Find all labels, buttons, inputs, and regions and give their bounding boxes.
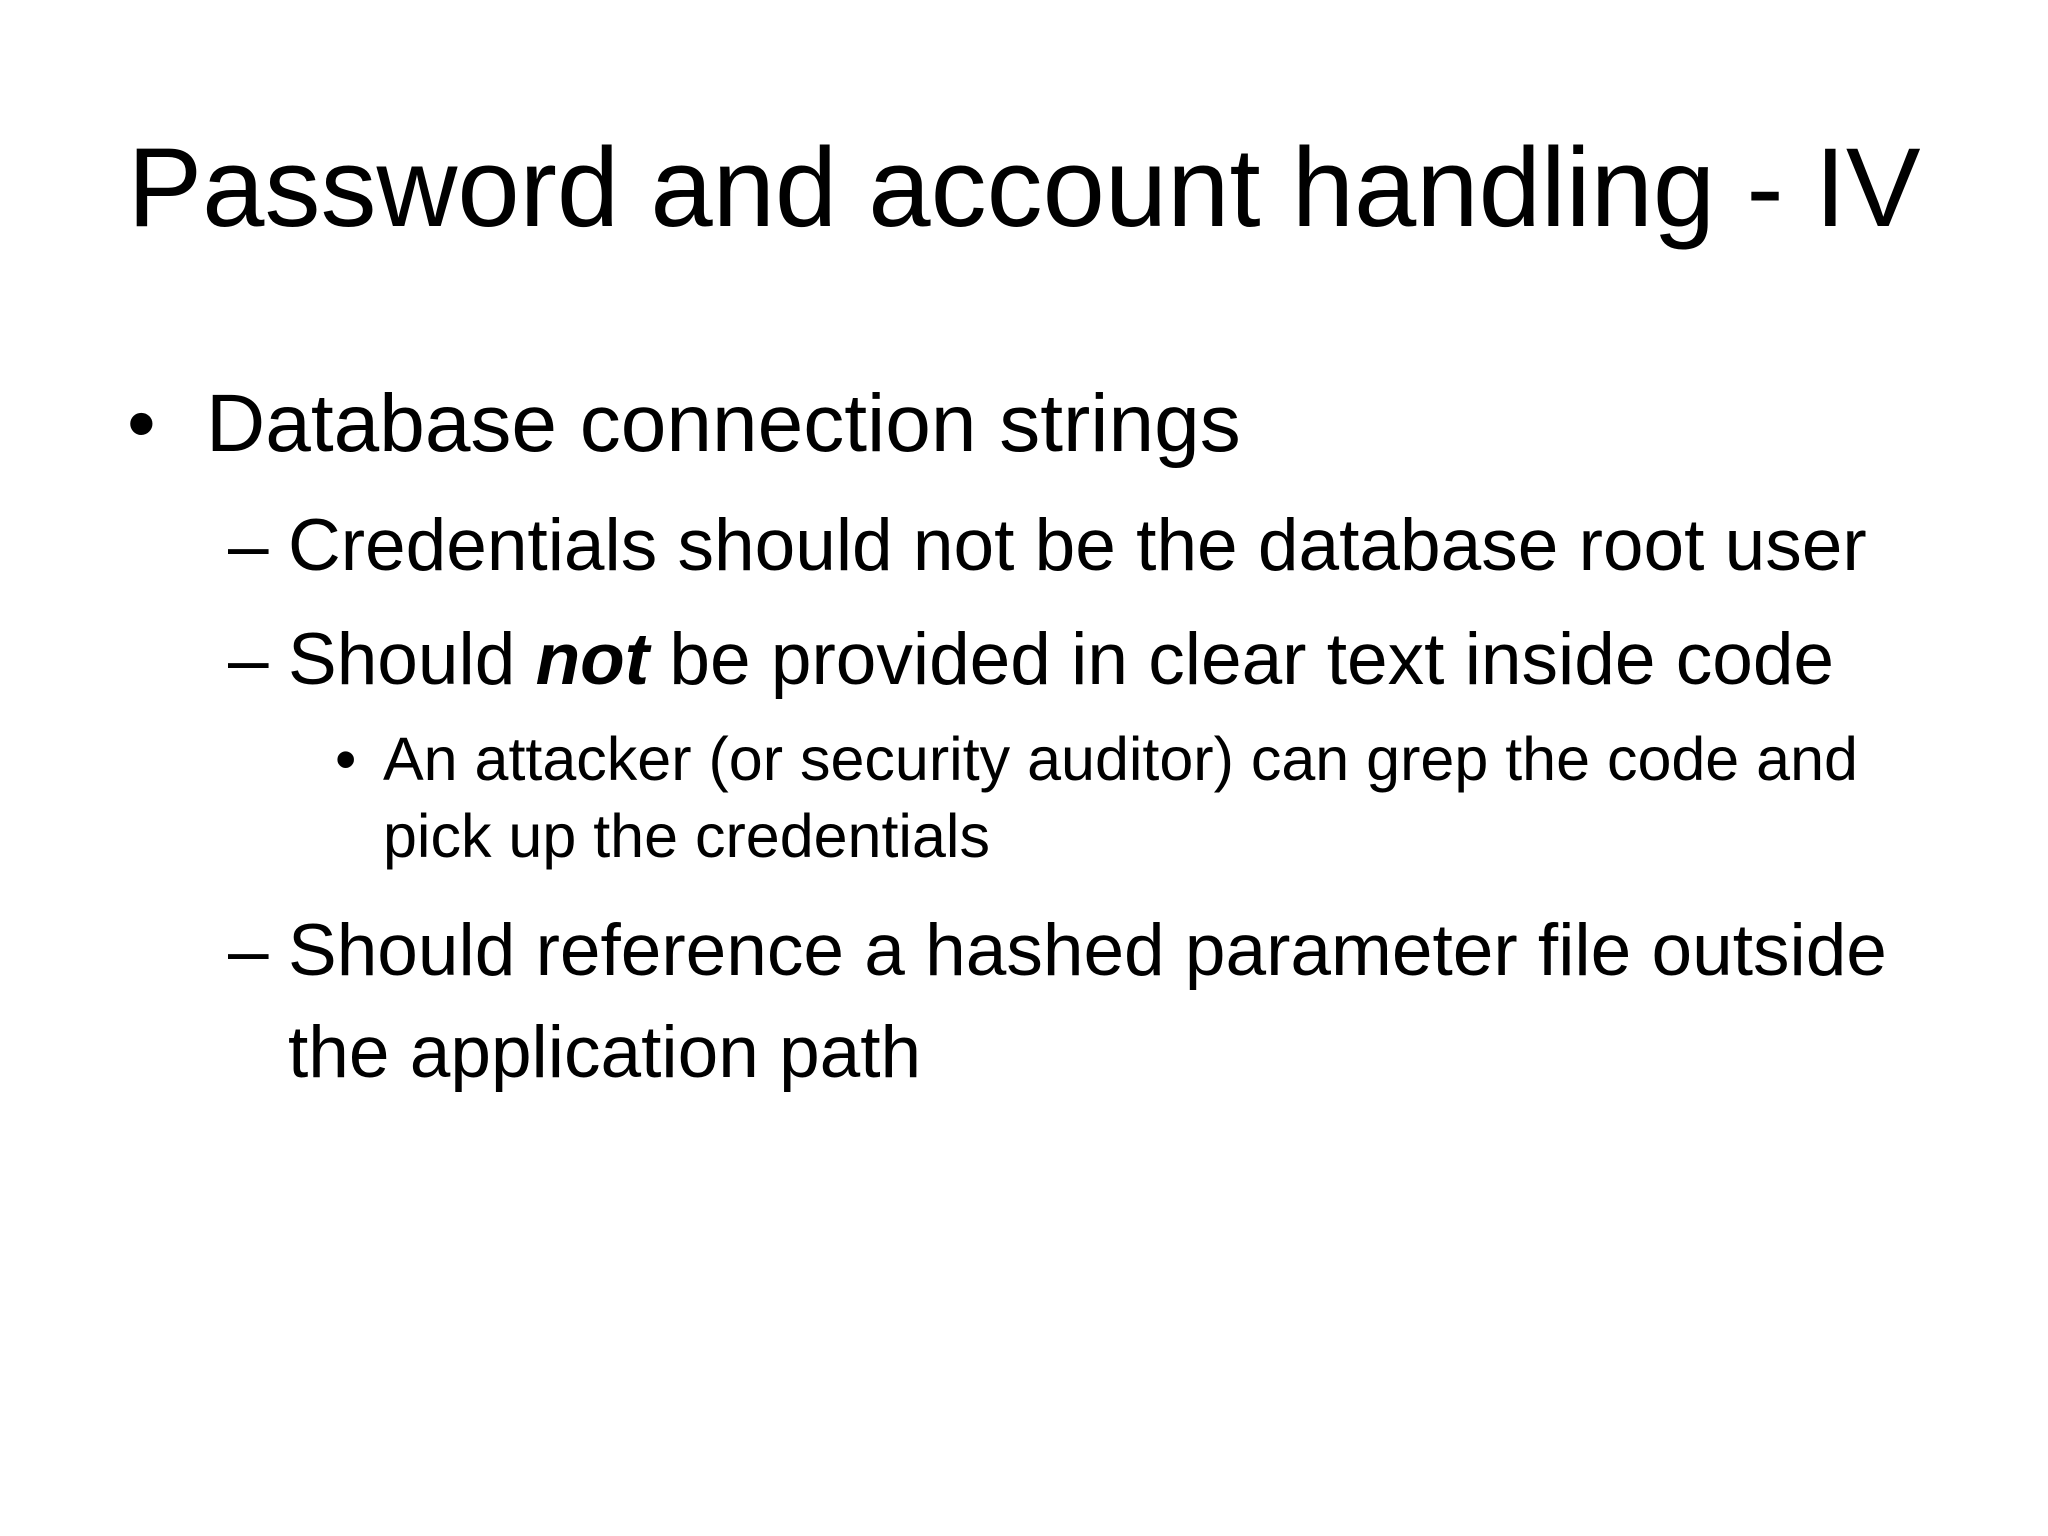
bullet-level1: • Database connection strings — [127, 383, 1241, 465]
bullet-dot-icon: • — [335, 725, 357, 793]
dash-bullet-icon: – — [228, 505, 269, 586]
bullet-level2-cleartext-text: Should not be provided in clear text ins… — [288, 623, 1834, 696]
bullet-level3-attacker-text: An attacker (or security auditor) can gr… — [383, 721, 1858, 875]
dash-bullet-icon: – — [228, 619, 269, 700]
dash-bullet-icon: – — [228, 910, 269, 991]
hashedfile-line2: the application path — [288, 1012, 922, 1093]
cleartext-prefix: Should — [288, 619, 536, 700]
bullet-level2-credentials-text: Credentials should not be the database r… — [288, 505, 1867, 586]
bullet-level2-hashedfile: – Should reference a hashed parameter fi… — [228, 900, 1887, 1104]
attacker-line1: An attacker (or security auditor) can gr… — [383, 725, 1858, 793]
bullet-level2-cleartext: – Should not be provided in clear text i… — [228, 623, 1834, 696]
bullet-level3-attacker: • An attacker (or security auditor) can … — [335, 721, 1858, 875]
slide-title: Password and account handling - IV — [127, 125, 1921, 250]
bullet-level2-hashedfile-text: Should reference a hashed parameter file… — [288, 900, 1887, 1104]
attacker-line2: pick up the credentials — [383, 802, 990, 870]
bullet-level2-credentials: – Credentials should not be the database… — [228, 509, 1867, 582]
hashedfile-line1: Should reference a hashed parameter file… — [288, 910, 1887, 991]
bullet-dot-icon: • — [127, 378, 156, 469]
bullet-level1-text: Database connection strings — [206, 378, 1241, 469]
cleartext-emphasis: not — [535, 619, 650, 700]
cleartext-suffix: be provided in clear text inside code — [649, 619, 1835, 700]
